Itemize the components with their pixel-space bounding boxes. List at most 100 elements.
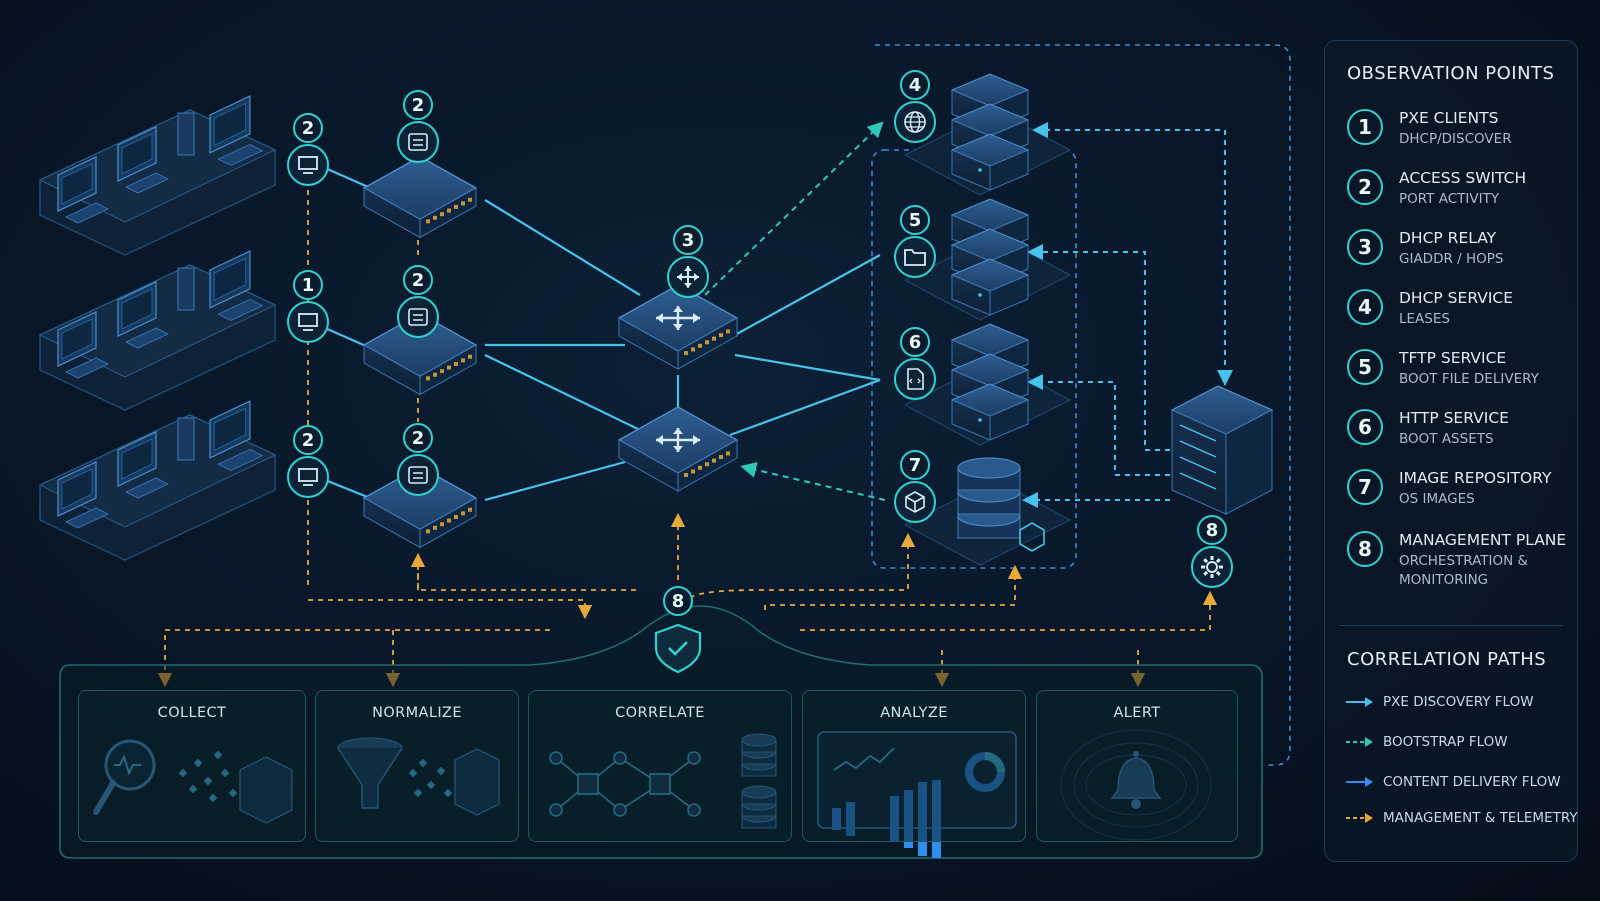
globe-icon — [894, 101, 936, 143]
switch-port-icon — [397, 454, 439, 496]
observation-points-title: OBSERVATION POINTS — [1347, 63, 1555, 84]
obs-subtitle: OS IMAGES — [1399, 491, 1475, 507]
path-label: PXE DISCOVERY FLOW — [1383, 694, 1534, 710]
obs-title: TFTP SERVICE — [1399, 349, 1507, 367]
badge-switch_top: 2 — [397, 90, 439, 163]
badge-repo: 7 — [894, 450, 936, 523]
path-item-content-delivery: CONTENT DELIVERY FLOW — [1345, 773, 1570, 793]
obs-item-tftp-service: 5 TFTP SERVICE BOOT FILE DELIVERY — [1347, 349, 1572, 401]
obs-item-dhcp-relay: 3 DHCP RELAY GIADDR / HOPS — [1347, 229, 1572, 281]
tower-icon — [177, 417, 195, 461]
badge-number: 3 — [682, 230, 695, 251]
shield-check-icon — [654, 623, 702, 674]
obs-number: 8 — [1347, 531, 1383, 567]
obs-title: MANAGEMENT PLANE — [1399, 531, 1567, 549]
telemetry-links — [157, 190, 1218, 688]
obs-subtitle: BOOT FILE DELIVERY — [1399, 371, 1539, 387]
obs-number: 4 — [1347, 289, 1383, 325]
image-repository-database — [957, 457, 1045, 552]
relay-router-upper — [617, 284, 739, 370]
obs-number: 3 — [1347, 229, 1383, 265]
obs-title: DHCP SERVICE — [1399, 289, 1514, 307]
obs-subtitle: DHCP/DISCOVER — [1399, 131, 1512, 147]
obs-title: DHCP RELAY — [1399, 229, 1497, 247]
stage-analyze-label: ANALYZE — [880, 705, 948, 721]
badge-number: 7 — [909, 455, 922, 476]
obs-item-http-service: 6 HTTP SERVICE BOOT ASSETS — [1347, 409, 1572, 461]
stage-analyze: ANALYZE — [802, 690, 1026, 842]
stage-normalize: NORMALIZE — [315, 690, 519, 842]
workstation-icon — [57, 311, 109, 379]
obs-title: HTTP SERVICE — [1399, 409, 1509, 427]
badge-number: 4 — [909, 75, 922, 96]
path-label: BOOTSTRAP FLOW — [1383, 734, 1508, 750]
obs-subtitle: BOOT ASSETS — [1399, 431, 1494, 447]
path-item-management-telemetry: MANAGEMENT & TELEMETRY — [1345, 809, 1578, 829]
badge-http: 6 — [894, 327, 936, 400]
relay-routers — [617, 284, 739, 492]
workstation-icon — [57, 461, 109, 529]
badge-number: 1 — [302, 275, 315, 296]
stage-correlate: CORRELATE — [528, 690, 792, 842]
access-switch-top — [362, 155, 478, 239]
obs-number: 7 — [1347, 469, 1383, 505]
workstation-icon — [209, 250, 264, 321]
obs-title: IMAGE REPOSITORY — [1399, 469, 1552, 487]
workstation-icon — [117, 281, 169, 349]
badge-number: 2 — [412, 428, 425, 449]
badge-switch_bot: 2 — [397, 423, 439, 496]
obs-number: 2 — [1347, 169, 1383, 205]
stage-correlate-label: CORRELATE — [615, 705, 705, 721]
workstation-icon — [117, 126, 169, 194]
monitor-icon — [287, 144, 329, 186]
path-item-bootstrap: BOOTSTRAP FLOW — [1345, 733, 1570, 753]
content-links — [1022, 122, 1233, 508]
badge-number: 8 — [672, 591, 685, 612]
http-server-rack — [950, 323, 1030, 441]
obs-subtitle: GIADDR / HOPS — [1399, 251, 1504, 267]
access-switches — [362, 155, 478, 549]
obs-number: 1 — [1347, 109, 1383, 145]
solid-arrow-icon — [1346, 777, 1373, 787]
code-file-icon — [894, 358, 936, 400]
badge-mgmt_server: 8 — [1191, 515, 1233, 588]
cube-icon — [894, 481, 936, 523]
dashed-arrow-icon — [1346, 737, 1373, 747]
dashed-arrow-icon — [1346, 813, 1373, 823]
obs-subtitle: ORCHESTRATION & MONITORING — [1399, 553, 1529, 588]
management-boundary — [875, 44, 1291, 766]
workstation-icon — [57, 156, 109, 224]
move-arrows-icon — [667, 256, 709, 298]
obs-subtitle: PORT ACTIVITY — [1399, 191, 1500, 207]
stage-collect-label: COLLECT — [157, 705, 227, 721]
badge-tftp: 5 — [894, 205, 936, 278]
folder-icon — [894, 236, 936, 278]
path-label: CONTENT DELIVERY FLOW — [1383, 774, 1561, 790]
badge-number: 6 — [909, 332, 922, 353]
badge-client_bot: 2 — [287, 425, 329, 498]
solid-arrow-icon — [1346, 697, 1373, 707]
badge-client_mid: 1 — [287, 270, 329, 343]
obs-item-management-plane: 8 MANAGEMENT PLANE ORCHESTRATION & MONIT… — [1347, 531, 1572, 601]
bootstrap-links — [704, 121, 886, 501]
gear-icon — [1191, 546, 1233, 588]
workstation-icon — [209, 400, 264, 471]
badge-number: 5 — [909, 210, 922, 231]
workstation-icon — [209, 95, 264, 166]
cube-icon — [1019, 522, 1045, 552]
monitor-icon — [287, 456, 329, 498]
tower-icon — [177, 112, 195, 156]
obs-number: 6 — [1347, 409, 1383, 445]
monitor-icon — [287, 301, 329, 343]
stage-collect: COLLECT — [78, 690, 306, 842]
path-label: MANAGEMENT & TELEMETRY — [1383, 810, 1578, 826]
legend-panel: OBSERVATION POINTS 1 PXE CLIENTS DHCP/DI… — [1324, 40, 1578, 862]
switch-port-icon — [397, 296, 439, 338]
relay-router-lower — [617, 406, 739, 492]
discovery-links — [324, 166, 881, 502]
badge-number: 8 — [1206, 520, 1219, 541]
tftp-server-rack — [950, 198, 1030, 316]
client-workstations — [57, 95, 264, 529]
obs-number: 5 — [1347, 349, 1383, 385]
management-server — [1170, 385, 1274, 515]
